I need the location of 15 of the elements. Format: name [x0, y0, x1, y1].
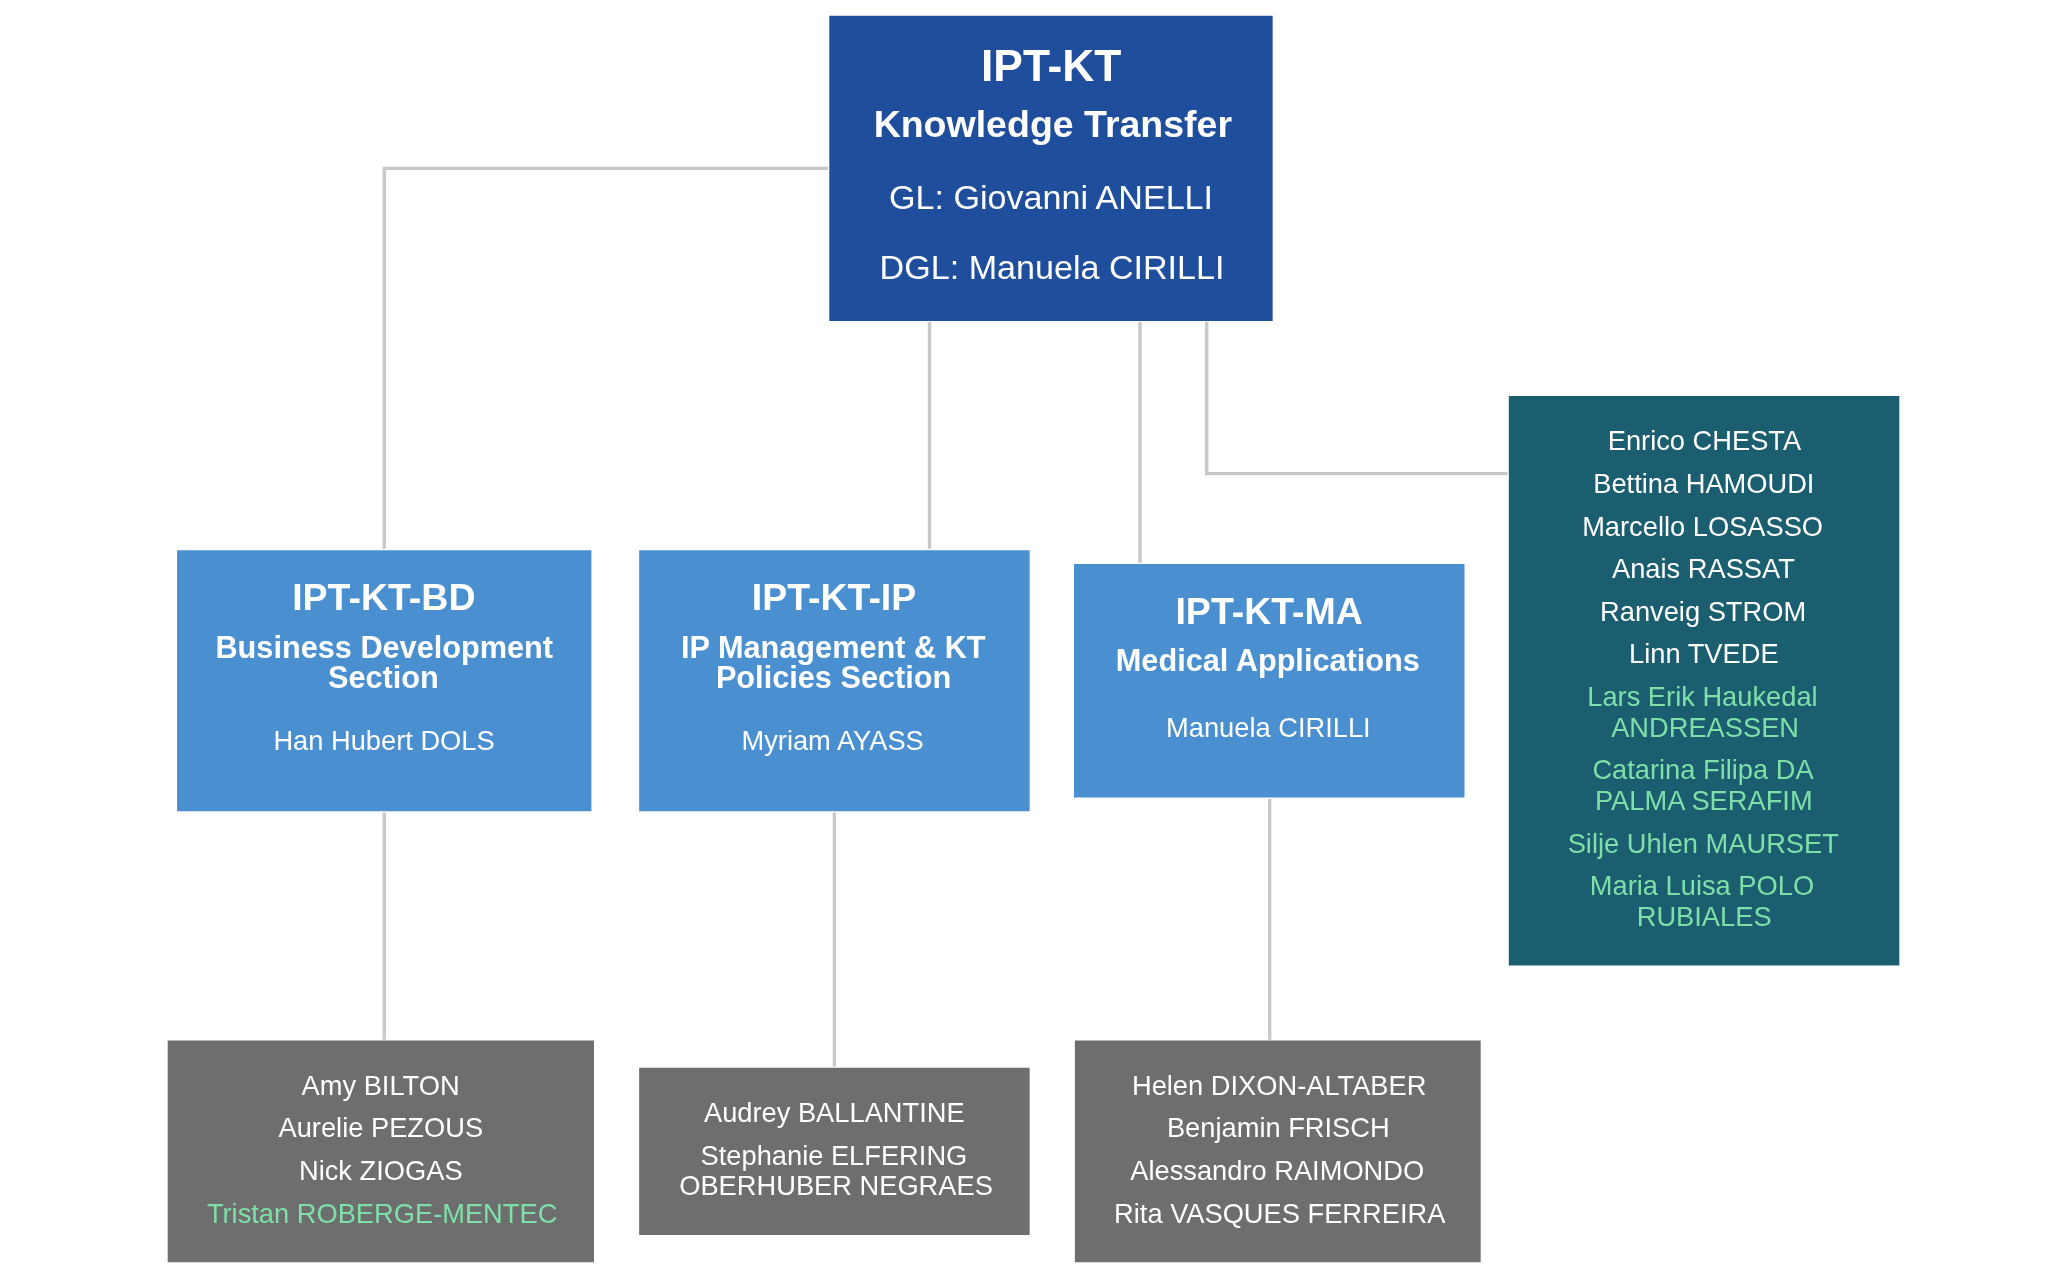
node-box: IPT-KT-IP IP Management & KT Policies Section Myriam AYASS: [637, 548, 1032, 813]
connector: [1267, 798, 1272, 1040]
connector: [927, 322, 932, 549]
node-box: IPT-KT-MA Medical Applications Manuela CIRILLI: [1072, 562, 1467, 800]
node-box: IPT-KT Knowledge Transfer GL: Giovanni ANELLI DGL: Manuela CIRILLI: [827, 14, 1275, 323]
node-box: Helen DIXON-ALTABER Benjamin FRISCH Alessandro RAIMONDO Rita VASQUES FERREIRA: [1073, 1038, 1483, 1264]
node-box: IPT-KT-BD Business Development Section Han Hubert DOLS: [175, 548, 594, 813]
connector: [1138, 322, 1142, 563]
connector: [382, 812, 386, 1040]
connector: [832, 812, 837, 1067]
node-box: Audrey BALLANTINE Stephanie ELFERING OBERHUBER NEGRAES: [637, 1066, 1032, 1237]
node-box: Amy BILTON Aurelie PEZOUS Nick ZIOGAS Tristan ROBERGE-MENTEC: [165, 1038, 596, 1264]
connector: [1205, 321, 1508, 476]
connector: [382, 166, 829, 549]
node-box: Enrico CHESTA Bettina HAMOUDI Marcello LOSASSO Anais RASSAT Ranveig STROM Linn TVEDE Lars Erik Haukedal ANDREASSEN Catarina Filipa DA PALMA SERAFIM Silje Uhlen MAURSET Maria Luisa POLO RUBIALES: [1507, 394, 1902, 968]
